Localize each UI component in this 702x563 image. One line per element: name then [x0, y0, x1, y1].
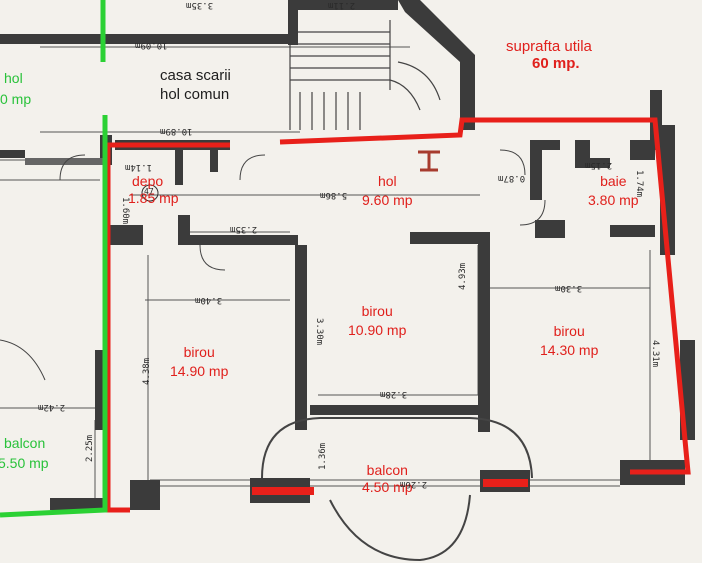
- dimension-label: 2.11m: [328, 0, 356, 10]
- dimension-label: 0.87m: [498, 173, 526, 183]
- room-label-birou-center: birou 10.90 mp: [348, 302, 406, 340]
- room-name: birou: [361, 303, 393, 319]
- room-label-balcon: balcon 4.50 mp: [362, 462, 413, 496]
- neighbor-hol-area: 0 mp: [0, 91, 32, 107]
- room-area: 9.60 mp: [362, 192, 413, 208]
- column-circle: [141, 184, 159, 202]
- thin-lines: [0, 46, 651, 500]
- common-area-line1: casa scarii: [160, 67, 231, 84]
- room-label-birou-left: birou 14.90 mp: [170, 343, 228, 381]
- dimension-label: 3.28m: [380, 389, 408, 399]
- dimension-label: 1.36m: [318, 442, 328, 470]
- dimension-label: 10.09m: [135, 40, 168, 50]
- apartment-outline: [105, 117, 691, 513]
- neighbor-hol-label: hol 0 mp: [0, 68, 31, 110]
- neighbor-balcon-area: 5.50 mp: [0, 455, 49, 471]
- dimension-label: 2.35m: [230, 224, 258, 234]
- dimension-label: 4.93m: [458, 262, 468, 290]
- room-label-baie: baie 3.80 mp: [588, 172, 639, 210]
- dimension-label: 3.30m: [314, 318, 324, 346]
- dimension-label: 5.86m: [320, 190, 348, 200]
- room-label-birou-right: birou 14.30 mp: [540, 322, 598, 360]
- room-area: 14.90 mp: [170, 363, 229, 379]
- doors: [0, 149, 546, 381]
- dimension-label: 4.38m: [142, 357, 152, 385]
- usable-area-title-line1: suprafta utila: [506, 38, 592, 55]
- dimension-label: 3.30m: [555, 283, 583, 293]
- room-name: birou: [553, 323, 585, 339]
- room-area: 10.90 mp: [348, 322, 407, 338]
- dimension-label: 1.14m: [125, 162, 153, 172]
- dimension-label: 3.40m: [195, 295, 223, 305]
- room-label-hol: hol 9.60 mp: [362, 172, 413, 210]
- dimension-label: 3.35m: [186, 0, 214, 10]
- neighbor-balcon-name: balcon: [4, 435, 46, 451]
- room-area: 3.80 mp: [588, 192, 639, 208]
- usable-area-title: suprafta utila 60 mp.: [506, 38, 592, 72]
- usable-area-title-line2: 60 mp.: [532, 55, 580, 72]
- dimension-label: 1.60m: [120, 197, 130, 225]
- room-name: birou: [183, 344, 215, 360]
- dimension-label: 2.42m: [38, 402, 66, 412]
- neighbor-hol-name: hol: [4, 70, 23, 86]
- neighbor-outline: [0, 0, 108, 518]
- room-name: hol: [377, 173, 397, 189]
- room-area: 4.50 mp: [362, 479, 413, 495]
- stairs: [289, 20, 441, 130]
- balcony-bay: [261, 417, 533, 562]
- room-name: baie: [600, 173, 627, 189]
- dimension-label: 10.89m: [160, 126, 193, 136]
- red-wall-segment: [252, 487, 314, 495]
- common-area-label: casa scarii hol comun: [160, 66, 231, 104]
- common-area-line2: hol comun: [160, 86, 230, 103]
- room-area: 14.30 mp: [540, 342, 599, 358]
- dimension-label: 2.26m: [400, 479, 428, 489]
- column-number: 47: [144, 187, 154, 196]
- dimension-label: 2.25m: [85, 434, 95, 462]
- dimension-label: 1.74m: [634, 170, 644, 198]
- room-area: 1.85 mp: [128, 190, 179, 206]
- dimension-label: 2.15m: [585, 160, 613, 170]
- red-wall-segment: [483, 479, 528, 487]
- neighbor-balcon-label: balcon 5.50 mp: [0, 433, 49, 473]
- room-label-depo: depo 1.85 mp: [128, 173, 179, 207]
- red-beam-symbol: [418, 150, 440, 172]
- room-name: depo: [132, 173, 164, 189]
- dimension-label: 4.31m: [650, 340, 660, 368]
- room-name: balcon: [366, 462, 408, 478]
